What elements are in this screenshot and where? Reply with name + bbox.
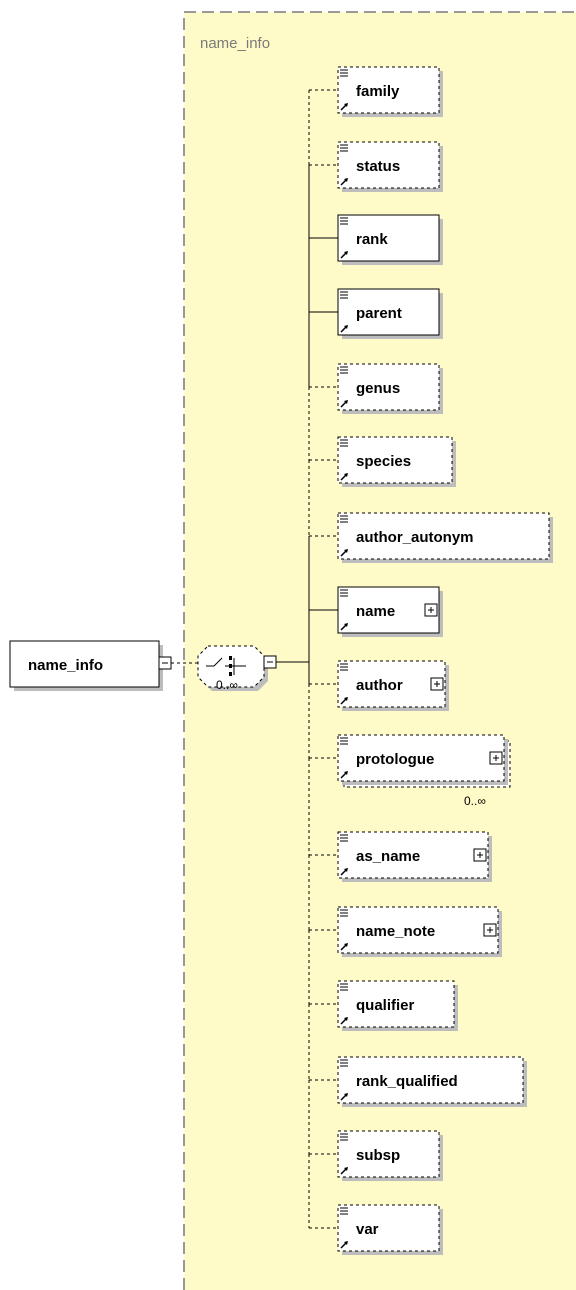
element-name[interactable]: name	[337, 586, 443, 637]
element-family[interactable]: family	[337, 66, 443, 117]
element-type-icon	[340, 737, 348, 779]
element-rank-qualified-box	[337, 1056, 524, 1104]
sequence-compositor[interactable]	[197, 645, 268, 691]
element-name-note-label: name_note	[356, 923, 435, 940]
element-type-icon	[340, 69, 348, 111]
element-subsp-label: subsp	[356, 1147, 400, 1164]
sequence-occurrence: 0..∞	[216, 678, 238, 692]
element-type-icon	[340, 909, 348, 951]
element-parent-label: parent	[356, 305, 402, 322]
element-genus-box	[337, 363, 440, 411]
element-var-label: var	[356, 1221, 379, 1238]
element-type-icon	[340, 291, 348, 333]
connectors	[276, 89, 338, 1229]
element-type-icon	[340, 144, 348, 186]
element-author[interactable]: author	[337, 660, 449, 711]
element-author_autonym[interactable]: author_autonym	[337, 512, 553, 563]
element-var[interactable]: var	[337, 1204, 443, 1255]
root-element[interactable]: name_info	[9, 640, 163, 691]
element-type-icon	[340, 515, 348, 557]
root-collapse-icon[interactable]	[158, 656, 172, 670]
element-rank-label: rank	[356, 231, 388, 248]
child-elements: family status rank parent genus species author…	[337, 66, 553, 1255]
element-var-box	[337, 1204, 440, 1252]
element-species[interactable]: species	[337, 436, 456, 487]
element-rank-qualified-label: rank_qualified	[356, 1073, 458, 1090]
element-family-label: family	[356, 83, 400, 100]
element-parent-box	[337, 288, 440, 336]
element-name-note-box	[337, 906, 499, 954]
element-protologue-occurrence: 0..∞	[464, 794, 486, 808]
element-subsp[interactable]: subsp	[337, 1130, 443, 1181]
element-author-label: author	[356, 677, 403, 694]
expand-icon[interactable]	[424, 603, 438, 617]
element-subsp-box	[337, 1130, 440, 1178]
element-qualifier[interactable]: qualifier	[337, 980, 458, 1031]
element-as_name[interactable]: as_name	[337, 831, 492, 882]
element-genus-label: genus	[356, 380, 400, 397]
element-status[interactable]: status	[337, 141, 443, 192]
expand-icon[interactable]	[473, 848, 487, 862]
element-author-autonym-label: author_autonym	[356, 529, 474, 546]
element-protologue-label: protologue	[356, 751, 434, 768]
element-rank-box	[337, 214, 440, 262]
element-rank_qualified[interactable]: rank_qualified	[337, 1056, 527, 1107]
element-author-autonym-box	[337, 512, 550, 560]
element-protologue-box	[337, 734, 505, 782]
element-type-icon	[340, 439, 348, 481]
root-element-label: name_info	[28, 657, 103, 674]
element-type-icon	[340, 1059, 348, 1101]
element-type-icon	[340, 983, 348, 1025]
element-protologue[interactable]: protologue 0..∞	[337, 734, 511, 808]
element-type-icon	[340, 217, 348, 259]
element-rank[interactable]: rank	[337, 214, 443, 265]
group-box-border	[183, 11, 576, 1290]
element-type-icon	[340, 663, 348, 705]
element-genus[interactable]: genus	[337, 363, 443, 414]
element-as-name-box	[337, 831, 489, 879]
element-name-box	[337, 586, 440, 634]
element-author-box	[337, 660, 446, 708]
sequence-collapse-icon[interactable]	[263, 655, 277, 669]
sequence-icon	[206, 656, 246, 676]
element-species-box	[337, 436, 453, 484]
element-family-box	[337, 66, 440, 114]
element-status-label: status	[356, 158, 400, 175]
expand-icon[interactable]	[489, 751, 503, 765]
element-type-icon	[340, 834, 348, 876]
element-qualifier-box	[337, 980, 455, 1028]
expand-icon[interactable]	[483, 923, 497, 937]
group-label: name_info	[200, 35, 270, 52]
element-name_note[interactable]: name_note	[337, 906, 502, 957]
element-species-label: species	[356, 453, 411, 470]
element-parent[interactable]: parent	[337, 288, 443, 339]
element-type-icon	[340, 589, 348, 631]
expand-icon[interactable]	[430, 677, 444, 691]
element-type-icon	[340, 1207, 348, 1249]
element-qualifier-label: qualifier	[356, 997, 415, 1014]
element-type-icon	[340, 1133, 348, 1175]
element-status-box	[337, 141, 440, 189]
element-type-icon	[340, 366, 348, 408]
element-as-name-label: as_name	[356, 848, 420, 865]
element-name-label: name	[356, 603, 395, 620]
